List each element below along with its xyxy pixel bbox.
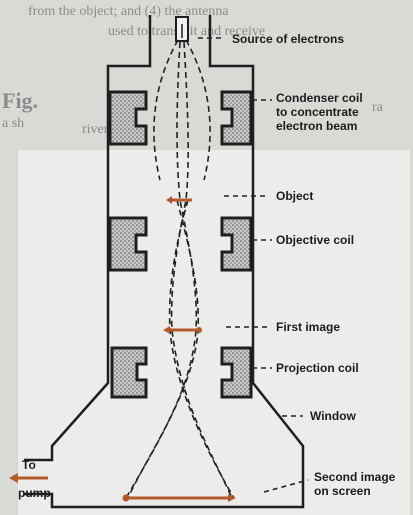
label-objective-coil: Objective coil bbox=[276, 233, 355, 247]
second-image-arrow bbox=[122, 494, 236, 502]
bg-text-line-4: a sh bbox=[2, 116, 25, 131]
bg-text-line-5: river bbox=[82, 122, 109, 137]
label-second-image-line1: Second image bbox=[314, 470, 396, 484]
label-projection-coil: Projection coil bbox=[276, 361, 359, 375]
condenser-coil-right bbox=[220, 90, 253, 146]
first-image-arrow bbox=[163, 326, 202, 334]
label-condenser-coil-line3: electron beam bbox=[276, 119, 358, 133]
label-object: Object bbox=[276, 189, 314, 203]
object-arrow bbox=[166, 196, 192, 204]
label-condenser-coil-line1: Condenser coil bbox=[276, 91, 363, 105]
objective-coil-left bbox=[108, 216, 148, 272]
label-second-image-line2: on screen bbox=[314, 484, 371, 498]
label-first-image: First image bbox=[276, 320, 341, 334]
projection-coil-left bbox=[110, 346, 148, 399]
column-outline bbox=[24, 15, 305, 509]
leader-lines bbox=[198, 37, 309, 493]
condenser-coil-left bbox=[108, 90, 148, 146]
bg-text-line-6: ra bbox=[372, 100, 383, 115]
label-source-of-electrons: Source of electrons bbox=[232, 32, 345, 46]
label-to-pump-line1: To bbox=[22, 458, 36, 472]
projection-coil-right bbox=[220, 346, 253, 399]
bg-text-line-1: from the object; and (4) the antenna bbox=[28, 4, 229, 19]
pump-arrow bbox=[9, 473, 48, 483]
label-to-pump-line2: pump bbox=[18, 486, 51, 500]
background-panel bbox=[18, 150, 410, 515]
label-window: Window bbox=[310, 409, 356, 423]
bg-text-fig: Fig. bbox=[2, 88, 39, 113]
objective-coil-right bbox=[220, 216, 253, 272]
label-condenser-coil-line2: to concentrate bbox=[276, 105, 359, 119]
